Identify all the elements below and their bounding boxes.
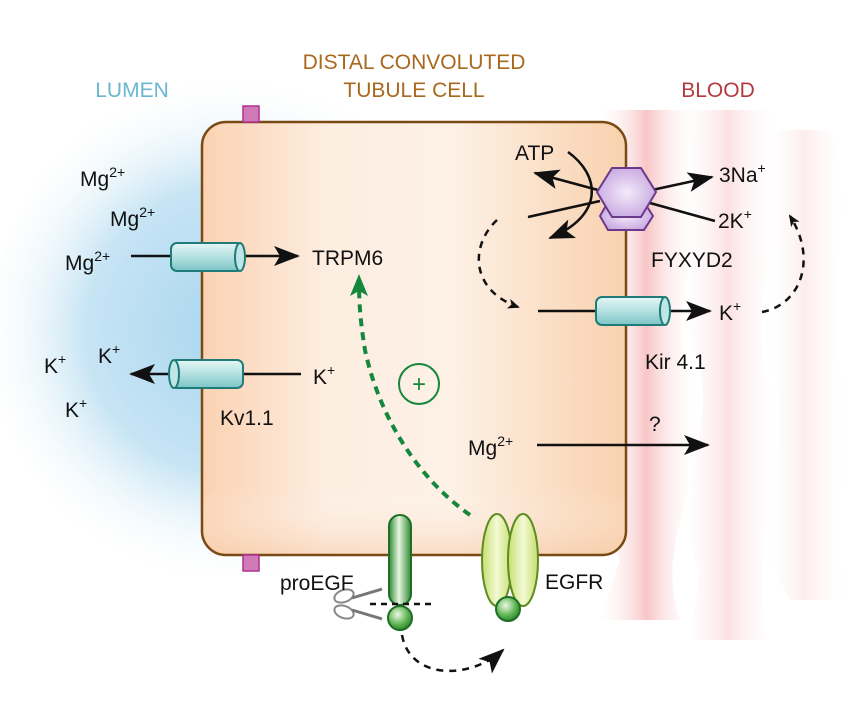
- kv11-channel: [168, 359, 244, 389]
- lumen-k-ion-2: K+: [98, 341, 120, 368]
- region-title-cell-line2: TUBULE CELL: [343, 79, 484, 102]
- kir41-channel: [595, 296, 671, 326]
- scissors-icon: [333, 587, 383, 621]
- cell-mg-ion: Mg2+: [468, 433, 513, 460]
- svg-text:+: +: [412, 371, 426, 398]
- egfr-stimulation-arrowhead: [350, 274, 368, 296]
- trpm6-channel: [170, 242, 246, 272]
- unknown-transporter-label: ?: [649, 413, 661, 436]
- fxyd2-label: FYXYD2: [651, 249, 733, 272]
- pump-na-outer-arrow: [651, 172, 714, 192]
- trpm6-label: TRPM6: [312, 247, 383, 270]
- egfr-label: EGFR: [545, 571, 603, 594]
- pump-k-outer-line: [649, 201, 716, 223]
- na-ion-label: 3Na+: [719, 160, 766, 187]
- na-k-atpase-pump: [595, 167, 658, 231]
- region-title-blood: BLOOD: [681, 79, 755, 102]
- kir41-label: Kir 4.1: [645, 351, 706, 374]
- lumen-mg-ion-1: Mg2+: [80, 164, 125, 191]
- pump-na-inner-arrow: [533, 169, 599, 192]
- proegf-molecule: [387, 514, 413, 631]
- pump-k-inner-line: [527, 199, 601, 219]
- lumen-k-ion-1: K+: [44, 351, 66, 378]
- k2-ion-label: 2K+: [718, 206, 752, 233]
- lumen-k-ion-3: K+: [65, 395, 87, 422]
- egf-binding-arrow: [400, 634, 505, 674]
- lumen-mg-ion-3: Mg2+: [65, 248, 110, 275]
- region-title-cell-line1: DISTAL CONVOLUTED: [303, 51, 526, 74]
- blood-k-ion: K+: [719, 298, 741, 325]
- k-recycle-outer-arrow: [761, 214, 805, 314]
- region-title-lumen: LUMEN: [95, 79, 169, 102]
- k-recycle-inner-arrow: [477, 219, 520, 309]
- kv11-label: Kv1.1: [220, 407, 274, 430]
- atp-curve-arrow: [548, 150, 593, 240]
- cell-k-ion-kv11: K+: [313, 362, 335, 389]
- tubule-cell: [200, 120, 628, 557]
- egfr-stimulation-arrow: [357, 281, 472, 517]
- tight-junction-top: [242, 105, 260, 123]
- atp-label: ATP: [515, 142, 554, 165]
- stimulation-plus-badge: +: [398, 363, 440, 405]
- tight-junction-bottom: [242, 554, 260, 572]
- proegf-label: proEGF: [280, 572, 354, 595]
- lumen-mg-ion-2: Mg2+: [110, 204, 155, 231]
- egfr-receptor: [481, 513, 539, 622]
